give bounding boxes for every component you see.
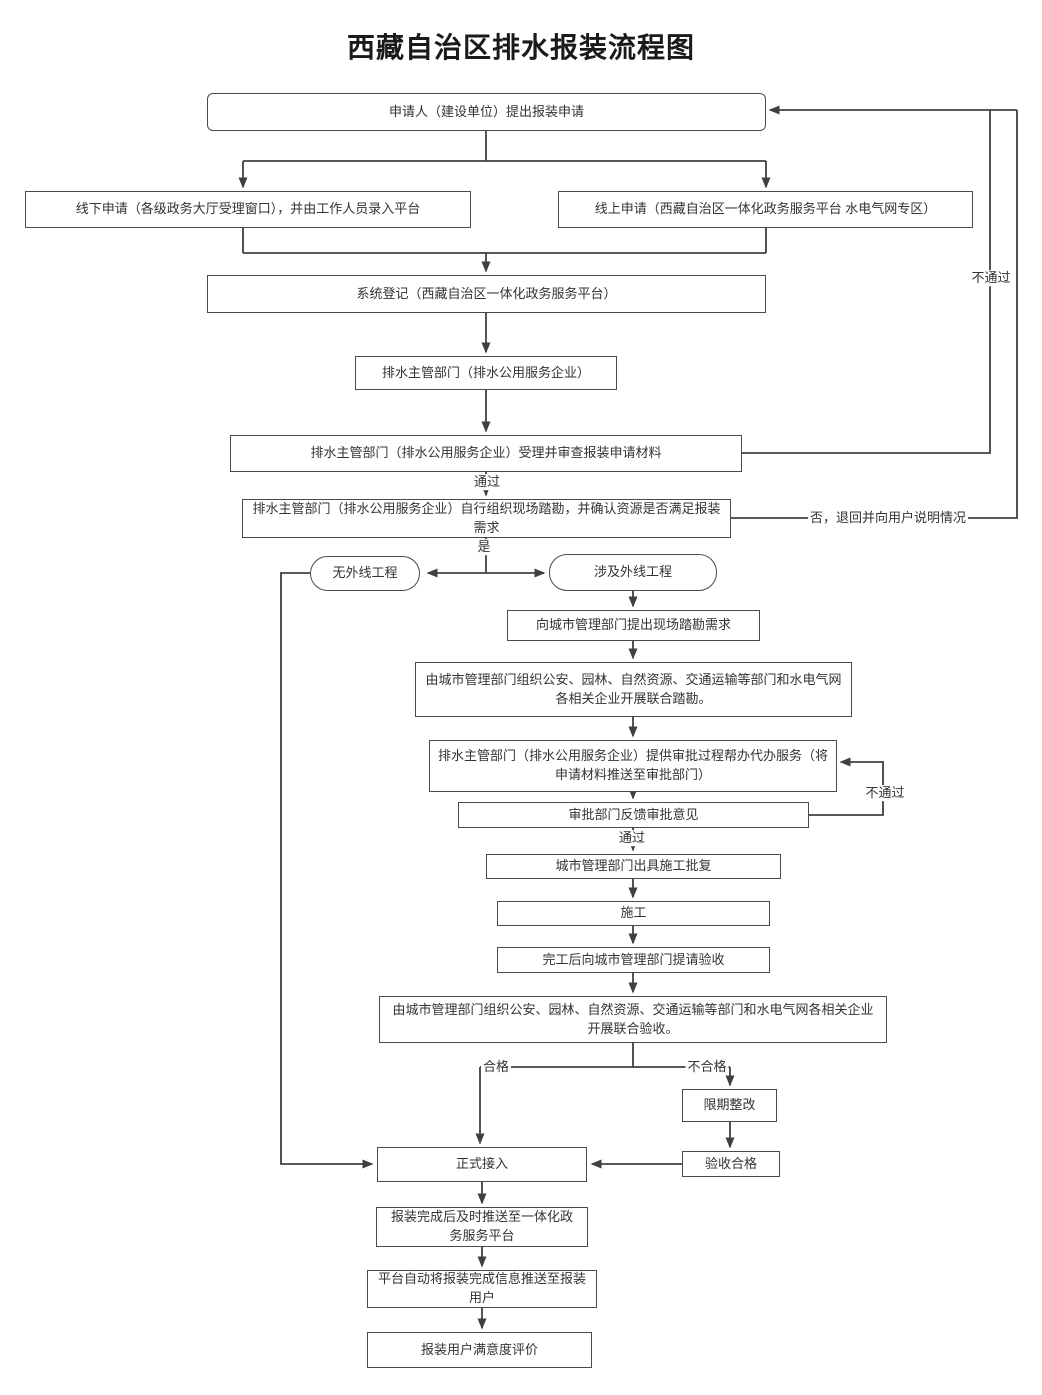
flow-node-site-survey: 排水主管部门（排水公用服务企业）自行组织现场踏勘，并确认资源是否满足报装需求 bbox=[242, 499, 731, 538]
flow-node-acceptance-request: 完工后向城市管理部门提请验收 bbox=[497, 947, 770, 973]
flow-node-construction-permit: 城市管理部门出具施工批复 bbox=[486, 854, 781, 879]
flow-node-system-register: 系统登记（西藏自治区一体化政务服务平台） bbox=[207, 275, 766, 313]
edge-label-yes: 是 bbox=[475, 539, 493, 555]
edge-review-fail-rail bbox=[742, 110, 991, 454]
flow-node-push-to-user: 平台自动将报装完成信息推送至报装用户 bbox=[367, 1270, 597, 1308]
flow-node-acceptance-passed: 验收合格 bbox=[682, 1151, 780, 1177]
edge-label-no-return: 否，退回并向用户说明情况 bbox=[807, 510, 969, 526]
flow-node-satisfaction-evaluation: 报装用户满意度评价 bbox=[367, 1332, 592, 1368]
edge-survey-no-rail bbox=[731, 110, 1018, 519]
edge-label-fail-review: 不通过 bbox=[969, 270, 1013, 286]
page-title: 西藏自治区排水报装流程图 bbox=[346, 32, 695, 63]
edge-label-qualified: 合格 bbox=[480, 1059, 512, 1075]
flow-node-push-to-platform: 报装完成后及时推送至一体化政务服务平台 bbox=[376, 1207, 588, 1247]
edge-label-unqualified: 不合格 bbox=[685, 1059, 729, 1075]
flow-node-online-apply: 线上申请（西藏自治区一体化政务服务平台 水电气网专区） bbox=[558, 191, 973, 228]
edge-apply-split bbox=[243, 131, 766, 162]
flow-node-no-outline-project: 无外线工程 bbox=[310, 556, 420, 591]
flow-node-approval-assist: 排水主管部门（排水公用服务企业）提供审批过程帮办代办服务（将申请材料推送至审批部… bbox=[429, 740, 837, 792]
flow-node-construction: 施工 bbox=[497, 901, 770, 926]
flow-node-official-connection: 正式接入 bbox=[377, 1147, 587, 1182]
flow-node-review-materials: 排水主管部门（排水公用服务企业）受理并审查报装申请材料 bbox=[230, 435, 742, 472]
edge-label-pass-review: 通过 bbox=[471, 474, 503, 490]
flow-node-rectify: 限期整改 bbox=[682, 1089, 777, 1122]
flow-node-joint-acceptance: 由城市管理部门组织公安、园林、自然资源、交通运输等部门和水电气网各相关企业开展联… bbox=[379, 996, 887, 1043]
edge-merge-register-rails bbox=[242, 228, 767, 254]
flow-node-offline-apply: 线下申请（各级政务大厅受理窗口），并由工作人员录入平台 bbox=[25, 191, 471, 228]
flow-node-request-survey: 向城市管理部门提出现场踏勘需求 bbox=[507, 610, 760, 641]
edge-label-fail-approval: 不通过 bbox=[863, 785, 907, 801]
flow-node-joint-survey: 由城市管理部门组织公安、园林、自然资源、交通运输等部门和水电气网各相关企业开展联… bbox=[415, 662, 852, 717]
flow-node-apply: 申请人（建设单位）提出报装申请 bbox=[207, 93, 766, 131]
edge-nooutline-connect bbox=[280, 572, 374, 1169]
flow-node-outline-project: 涉及外线工程 bbox=[549, 554, 717, 591]
flow-node-drainage-authority: 排水主管部门（排水公用服务企业） bbox=[355, 356, 617, 390]
flow-node-approval-feedback: 审批部门反馈审批意见 bbox=[458, 802, 809, 828]
edge-label-pass-approval: 通过 bbox=[616, 830, 648, 846]
